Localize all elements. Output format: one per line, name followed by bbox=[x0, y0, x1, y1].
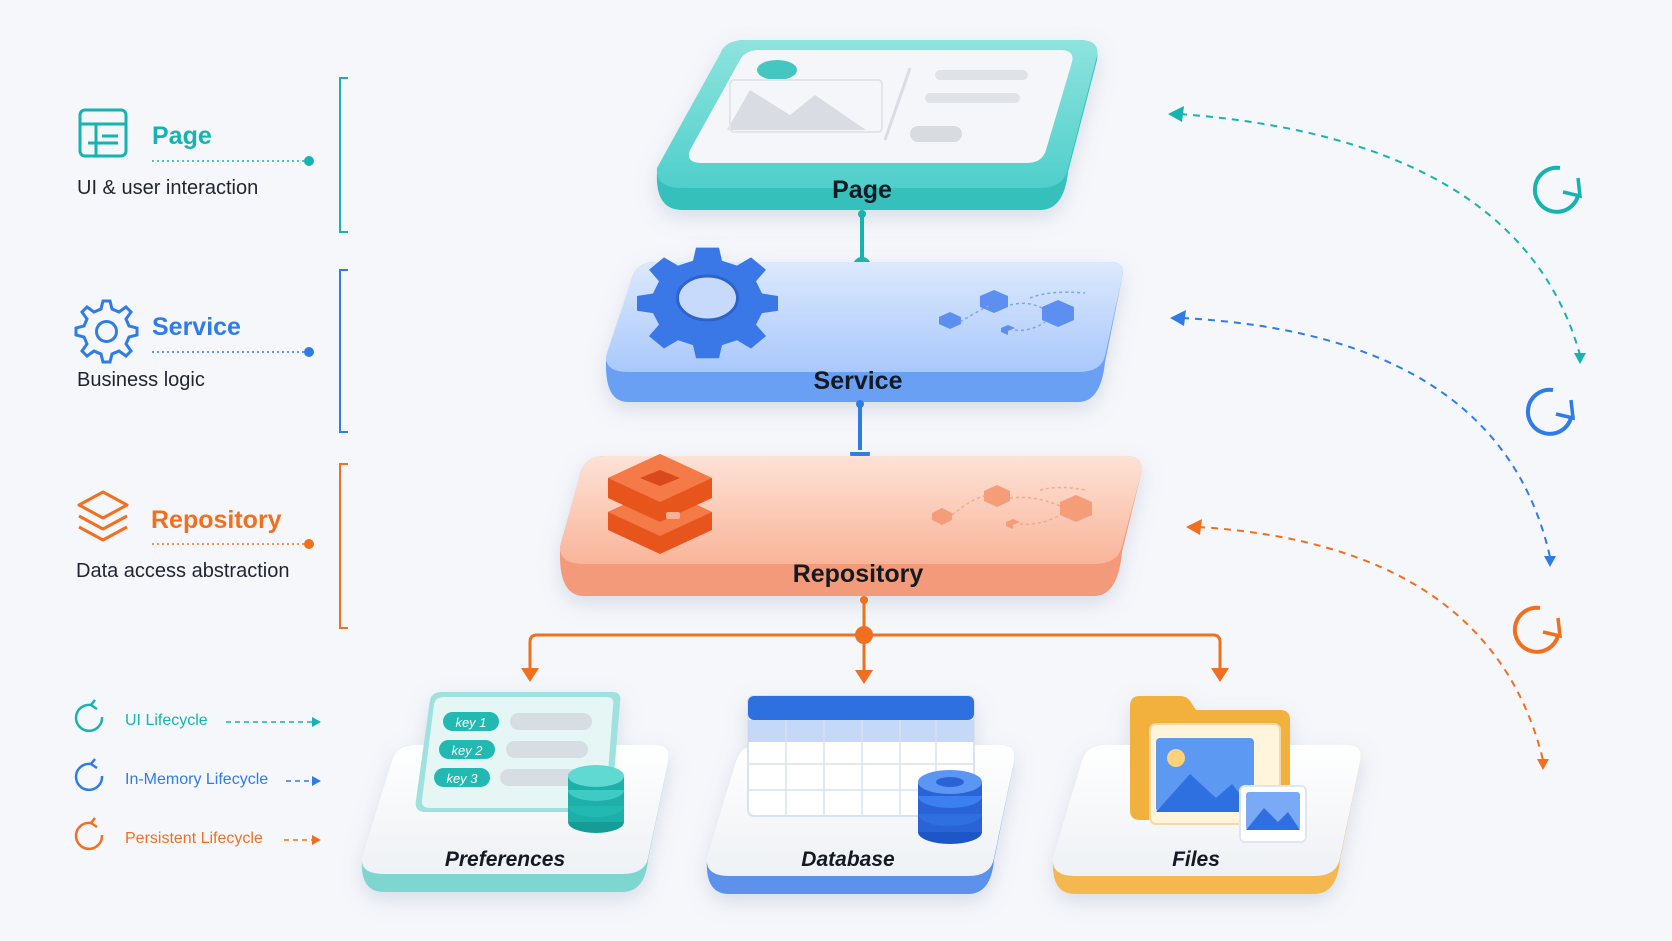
database-db-icon bbox=[918, 770, 982, 844]
page-layer-label: Page bbox=[832, 176, 892, 204]
service-nodes-icon bbox=[939, 290, 1086, 335]
persistent-lifecycle-icon bbox=[74, 817, 104, 851]
service-legend-description: Business logic bbox=[77, 369, 205, 391]
in-memory-refresh-icon bbox=[1525, 387, 1576, 436]
repository-layer-label: Repository bbox=[793, 560, 924, 588]
database-arrowhead bbox=[855, 670, 873, 684]
persistent-refresh-icon bbox=[1512, 605, 1563, 654]
folder-image-icon bbox=[1130, 696, 1307, 843]
service-bracket bbox=[339, 269, 348, 433]
repository-branch-connectors bbox=[528, 598, 1222, 672]
key-list-icon bbox=[415, 692, 621, 812]
repository-branch-node-top bbox=[860, 596, 868, 604]
repository-branch-node-center bbox=[855, 626, 873, 644]
repository-layer bbox=[559, 454, 1142, 596]
ui-refresh-icon bbox=[1532, 165, 1583, 214]
page-service-node-top bbox=[858, 210, 866, 218]
repository-legend-dot bbox=[304, 539, 314, 549]
repository-nodes-icon bbox=[932, 485, 1092, 529]
ui-lifecycle-arrowhead bbox=[312, 717, 321, 727]
page-legend-title: Page bbox=[152, 122, 212, 150]
service-layer bbox=[605, 247, 1123, 402]
table-icon bbox=[747, 695, 975, 817]
repository-legend-title: Repository bbox=[151, 506, 282, 534]
in-memory-lifecycle-label: In-Memory Lifecycle bbox=[125, 771, 269, 788]
persistent-lifecycle-arc-end bbox=[1537, 759, 1549, 770]
page-legend-description: UI & user interaction bbox=[77, 177, 259, 199]
page-layer bbox=[656, 40, 1098, 210]
preferences-db-icon bbox=[568, 765, 624, 833]
in-memory-lifecycle-arc bbox=[1181, 317, 1551, 558]
repository-bracket bbox=[339, 463, 348, 629]
in-memory-lifecycle-icon bbox=[74, 758, 104, 792]
service-gear-icon bbox=[637, 247, 778, 359]
database-storage bbox=[706, 695, 1015, 894]
service-layer-label: Service bbox=[814, 367, 903, 395]
persistent-lifecycle-arrowhead bbox=[312, 835, 321, 845]
in-memory-lifecycle-arc-start bbox=[1170, 310, 1186, 326]
preferences-label: Preferences bbox=[445, 848, 565, 871]
persistent-lifecycle-label: Persistent Lifecycle bbox=[125, 830, 263, 847]
key-3-label: key 3 bbox=[446, 771, 478, 786]
files-storage bbox=[1052, 696, 1361, 894]
image-mountain-icon bbox=[727, 90, 866, 130]
page-bracket bbox=[339, 77, 348, 233]
preferences-arrowhead bbox=[521, 668, 539, 682]
ui-lifecycle-icon bbox=[74, 699, 104, 733]
persistent-lifecycle-arc bbox=[1197, 526, 1544, 761]
in-memory-lifecycle-arc-end bbox=[1544, 556, 1556, 567]
ui-lifecycle-arc-start bbox=[1168, 106, 1184, 122]
service-legend-dot bbox=[304, 347, 314, 357]
layout-icon bbox=[78, 108, 128, 158]
ui-lifecycle-label: UI Lifecycle bbox=[125, 712, 208, 729]
files-label: Files bbox=[1172, 848, 1220, 871]
database-label: Database bbox=[801, 848, 895, 871]
stack-layers-icon bbox=[77, 490, 129, 542]
repository-legend-description: Data access abstraction bbox=[76, 560, 290, 582]
preferences-storage bbox=[361, 692, 669, 892]
files-arrowhead bbox=[1211, 668, 1229, 682]
in-memory-lifecycle-arrowhead bbox=[312, 776, 321, 786]
service-legend-title: Service bbox=[152, 313, 241, 341]
ui-lifecycle-arc-end bbox=[1574, 353, 1586, 364]
key-1-label: key 1 bbox=[455, 715, 486, 730]
image-sun-icon bbox=[757, 60, 797, 80]
repository-stack-icon bbox=[608, 454, 712, 554]
key-2-label: key 2 bbox=[451, 743, 483, 758]
persistent-lifecycle-arc-start bbox=[1186, 519, 1202, 535]
service-repository-node-top bbox=[856, 400, 864, 408]
page-legend-dot bbox=[304, 156, 314, 166]
gear-icon bbox=[74, 299, 139, 364]
ui-lifecycle-arc bbox=[1179, 113, 1581, 356]
